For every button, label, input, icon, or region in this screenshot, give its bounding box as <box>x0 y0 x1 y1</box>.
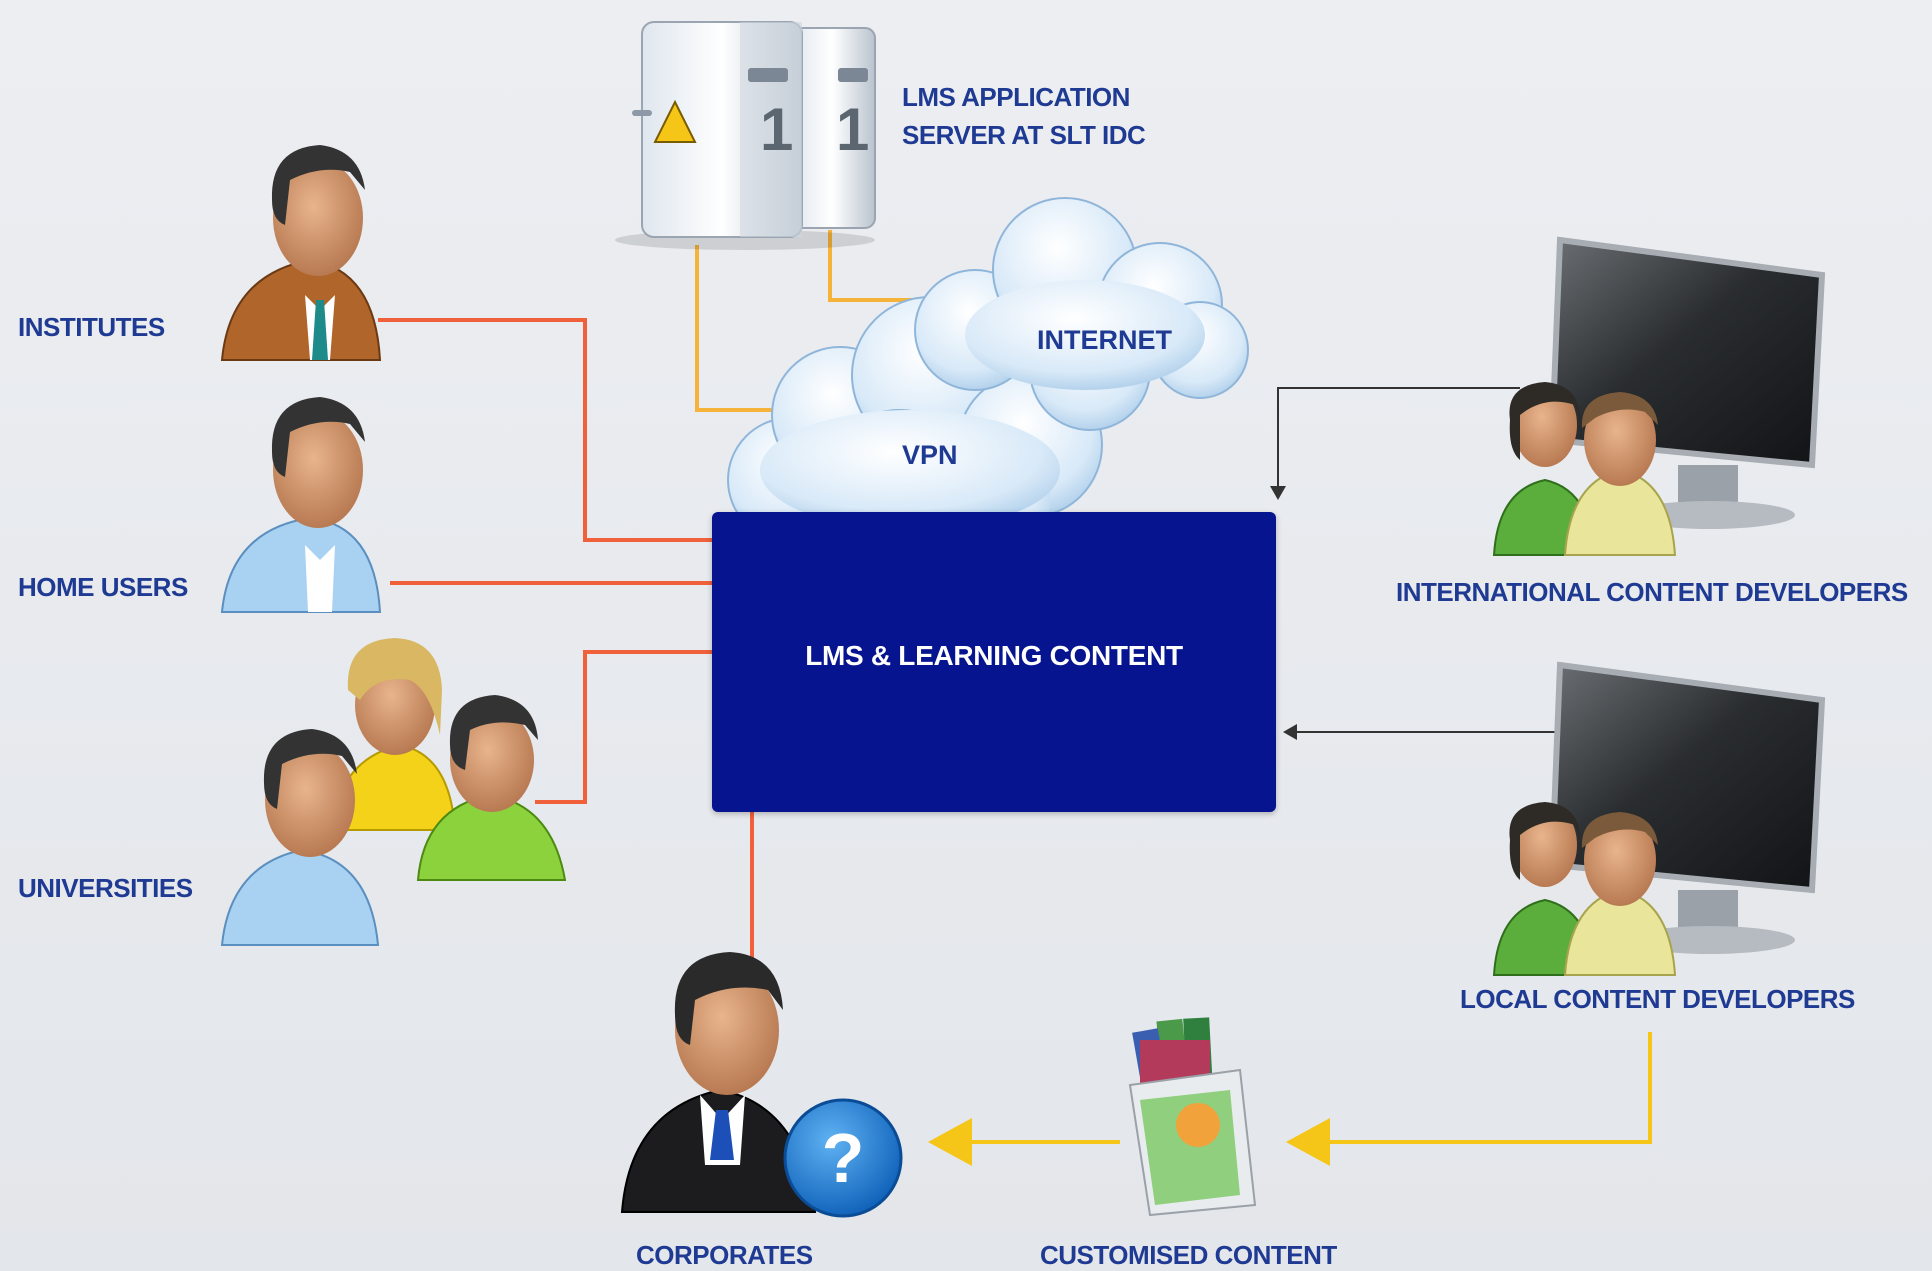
server-label-line-1: LMS APPLICATION <box>902 82 1130 112</box>
user-group-icon <box>1492 382 1677 556</box>
local-to-custom-arrow <box>1286 1032 1652 1166</box>
vpn-label: VPN <box>902 440 958 470</box>
person-icon <box>620 952 817 1213</box>
lms-box-title: LMS & LEARNING CONTENT <box>805 640 1183 671</box>
customised-content-label: CUSTOMISED CONTENT <box>1040 1240 1337 1270</box>
books-package-icon <box>1128 1017 1257 1217</box>
universities-link <box>535 650 712 804</box>
home-users-label: HOME USERS <box>18 572 188 602</box>
lms-content-box: LMS & LEARNING CONTENT <box>712 512 1276 812</box>
server-vpn-link <box>695 245 780 412</box>
question-mark-icon: ? <box>783 1098 903 1218</box>
connector-lines <box>378 230 1652 1166</box>
internet-label: INTERNET <box>1037 325 1172 355</box>
server-label: LMS APPLICATION SERVER AT SLT IDC <box>902 78 1146 154</box>
corporates-label: CORPORATES <box>636 1240 813 1270</box>
server-label-line-2: SERVER AT SLT IDC <box>902 120 1146 150</box>
person-icon <box>220 145 382 361</box>
international-devs-label: INTERNATIONAL CONTENT DEVELOPERS <box>1396 577 1908 607</box>
institutes-label: INSTITUTES <box>18 312 165 342</box>
intl-devs-arrow <box>1270 387 1520 500</box>
person-icon <box>220 397 382 613</box>
server-rack-icon: 1 1 <box>615 21 876 250</box>
institutes-link <box>378 318 712 542</box>
local-devs-label: LOCAL CONTENT DEVELOPERS <box>1460 984 1855 1014</box>
universities-label: UNIVERSITIES <box>18 873 193 903</box>
user-group-icon <box>220 638 567 946</box>
svg-text:1: 1 <box>836 96 869 163</box>
svg-text:?: ? <box>822 1119 865 1197</box>
user-group-icon <box>1492 802 1677 976</box>
svg-text:1: 1 <box>760 96 793 163</box>
